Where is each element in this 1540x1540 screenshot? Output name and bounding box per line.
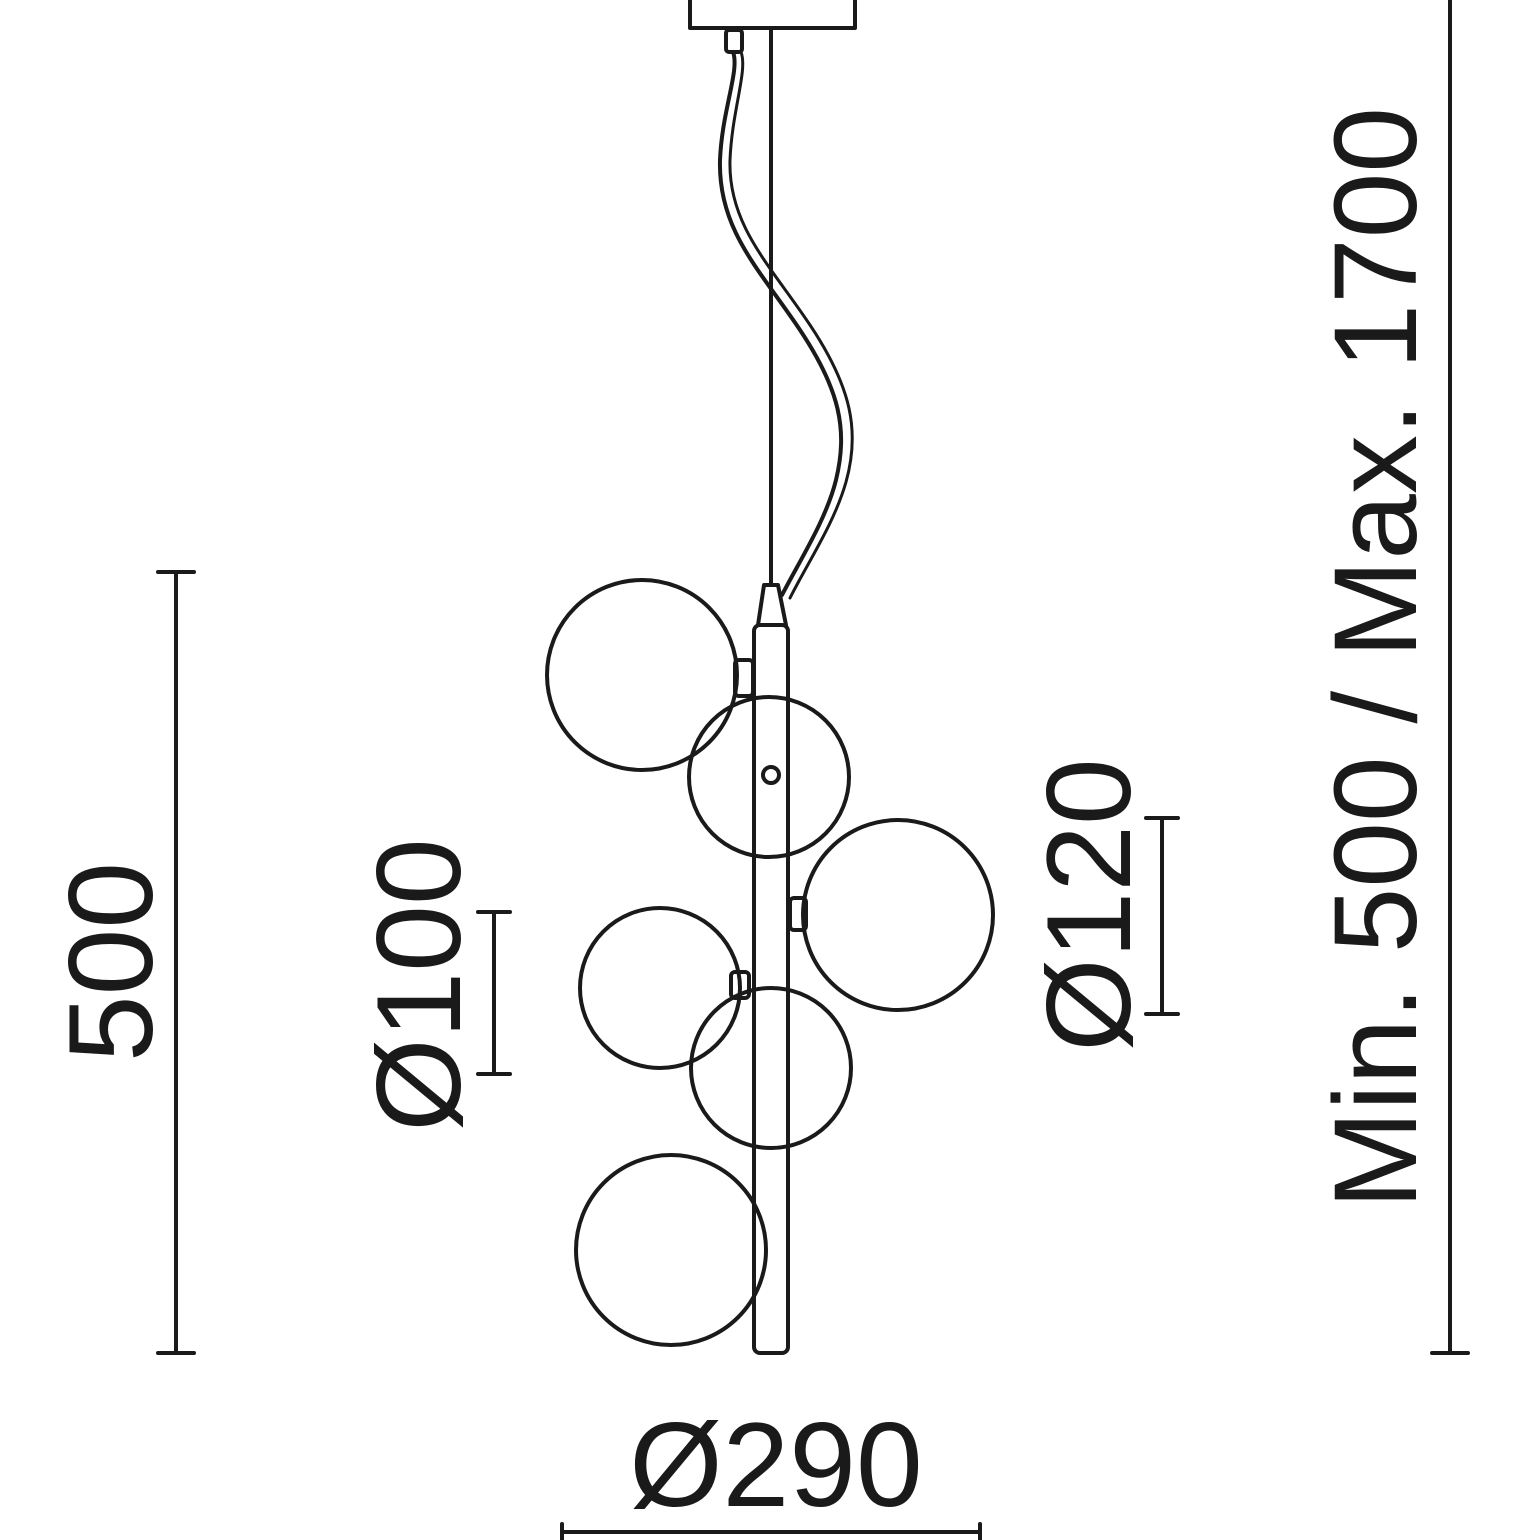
rod-connector xyxy=(756,583,788,627)
ceiling-canopy xyxy=(688,0,857,30)
small-globe-dimension-line xyxy=(476,910,512,1076)
globe-mount xyxy=(788,896,808,932)
globe-mount xyxy=(761,765,781,785)
total-diameter-label: Ø290 xyxy=(629,1398,923,1532)
power-cable-outline xyxy=(728,50,854,600)
globe-3 xyxy=(801,818,995,1012)
small-globe-diameter-label: Ø100 xyxy=(352,838,486,1132)
suspension-range-label: Min. 500 / Max. 1700 xyxy=(1310,107,1442,1209)
globe-mount xyxy=(729,970,751,1000)
globe-4 xyxy=(578,906,742,1070)
power-cable xyxy=(717,50,844,597)
globe-6 xyxy=(574,1153,768,1347)
globe-mount xyxy=(733,658,755,698)
globe-1 xyxy=(545,578,739,772)
cable-clamp xyxy=(724,28,744,54)
large-globe-dimension-line xyxy=(1144,816,1180,1016)
height-label: 500 xyxy=(44,862,178,1062)
height-dimension-line xyxy=(156,570,196,1355)
globe-5 xyxy=(689,986,853,1150)
suspension-dimension-line xyxy=(1430,0,1470,1355)
globe-2 xyxy=(687,695,851,859)
large-globe-diameter-label: Ø120 xyxy=(1022,758,1156,1052)
total-diameter-dimension-line xyxy=(560,1522,982,1540)
